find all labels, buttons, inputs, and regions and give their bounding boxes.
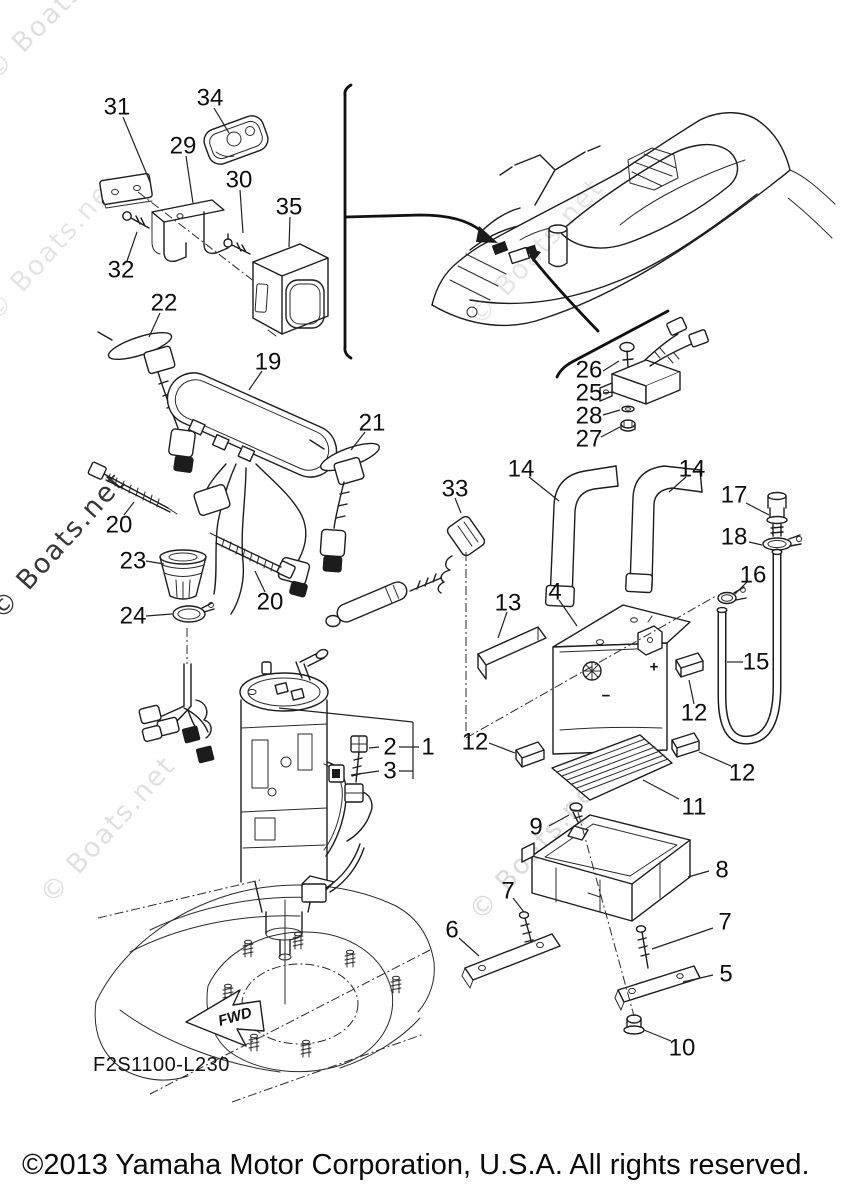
callout-8[interactable]: 8 bbox=[715, 857, 728, 884]
callout-leader-lines bbox=[122, 107, 770, 1042]
callout-7-right[interactable]: 7 bbox=[718, 909, 731, 936]
callout-27[interactable]: 27 bbox=[576, 426, 603, 453]
callout-7-left[interactable]: 7 bbox=[501, 878, 514, 905]
part-27-nut bbox=[620, 419, 636, 432]
callout-5[interactable]: 5 bbox=[719, 961, 732, 988]
callout-35[interactable]: 35 bbox=[276, 194, 303, 221]
callout-26[interactable]: 26 bbox=[576, 357, 603, 384]
part-13-bracket bbox=[477, 626, 547, 680]
part-20-band-a bbox=[87, 461, 178, 515]
part-34-transmitter bbox=[203, 115, 269, 165]
in-hull-connector bbox=[301, 843, 365, 903]
callout-20-b[interactable]: 20 bbox=[257, 589, 284, 616]
callout-2[interactable]: 2 bbox=[383, 734, 396, 761]
part-31-plate bbox=[99, 172, 153, 209]
part-21-sensor bbox=[309, 439, 380, 573]
part-15-hose bbox=[716, 548, 783, 745]
callout-25[interactable]: 25 bbox=[576, 380, 603, 407]
callout-29[interactable]: 29 bbox=[170, 133, 197, 160]
part-20-band-b bbox=[209, 532, 296, 579]
hull-section bbox=[94, 843, 435, 1103]
callout-16[interactable]: 16 bbox=[740, 562, 767, 589]
callout-17[interactable]: 17 bbox=[721, 482, 748, 509]
part-7-bolt-right bbox=[635, 925, 650, 969]
installed-components bbox=[491, 224, 568, 268]
jetski-illustration bbox=[431, 112, 836, 327]
part-10-nut bbox=[623, 1014, 645, 1035]
callout-14-right[interactable]: 14 bbox=[679, 456, 706, 483]
leader-curves bbox=[343, 83, 670, 379]
part-5-bracket bbox=[614, 965, 701, 1011]
callout-12-c[interactable]: 12 bbox=[729, 760, 756, 787]
callout-20-a[interactable]: 20 bbox=[106, 512, 133, 539]
callout-23[interactable]: 23 bbox=[120, 548, 147, 575]
fwd-arrow: FWD bbox=[185, 989, 265, 1047]
part-fuel-pump bbox=[239, 648, 348, 961]
diagram-code: F2S1100-L230 bbox=[93, 1054, 230, 1076]
callout-21[interactable]: 21 bbox=[359, 410, 386, 437]
callout-3[interactable]: 3 bbox=[383, 758, 396, 785]
callout-4[interactable]: 4 bbox=[548, 579, 561, 606]
part-30-screw bbox=[223, 238, 251, 255]
callout-30[interactable]: 30 bbox=[226, 167, 253, 194]
copyright-text: ©2013 Yamaha Motor Corporation, U.S.A. A… bbox=[22, 1149, 810, 1181]
callout-18[interactable]: 18 bbox=[721, 524, 748, 551]
alignment-lines bbox=[137, 191, 717, 1017]
part-2-3-hardware bbox=[328, 735, 373, 842]
callout-12-b[interactable]: 12 bbox=[462, 729, 489, 756]
battery-minus-mark: − bbox=[602, 688, 611, 705]
part-35-meter-housing bbox=[252, 243, 329, 337]
callout-9[interactable]: 9 bbox=[529, 814, 542, 841]
part-14-straps bbox=[544, 465, 703, 608]
callout-28[interactable]: 28 bbox=[576, 403, 603, 430]
part-32-screw bbox=[122, 211, 150, 229]
part-16-clamp bbox=[717, 586, 747, 605]
part-28-washer bbox=[621, 405, 635, 413]
callout-22[interactable]: 22 bbox=[151, 290, 178, 317]
part-4-battery: + − bbox=[552, 604, 691, 755]
battery-plus-mark: + bbox=[650, 659, 659, 676]
part-23-cap bbox=[159, 549, 207, 600]
part-17-fitting bbox=[766, 491, 788, 537]
callout-15[interactable]: 15 bbox=[743, 649, 770, 676]
callouts: 31 34 29 30 35 32 22 19 21 26 25 28 27 1… bbox=[104, 85, 770, 1062]
callout-1[interactable]: 1 bbox=[421, 734, 434, 761]
callout-31[interactable]: 31 bbox=[104, 94, 131, 121]
watermark-text: © Boats.net bbox=[0, 0, 132, 87]
callout-19[interactable]: 19 bbox=[255, 349, 282, 376]
callout-32[interactable]: 32 bbox=[108, 257, 135, 284]
battery-vent-cap bbox=[582, 661, 602, 681]
callout-13[interactable]: 13 bbox=[495, 590, 522, 617]
bracket-lines-1-2-3 bbox=[278, 707, 419, 779]
part-11-mat bbox=[551, 734, 673, 801]
battery-terminal bbox=[637, 615, 663, 656]
part-24-clamp bbox=[172, 602, 215, 623]
callout-24[interactable]: 24 bbox=[120, 603, 147, 630]
part-22-sensor bbox=[97, 331, 196, 473]
part-12-pads bbox=[515, 652, 704, 768]
harness-connector-cluster bbox=[138, 699, 215, 764]
watermark-text: © Boats.net bbox=[0, 466, 132, 626]
callout-6[interactable]: 6 bbox=[445, 917, 458, 944]
callout-10[interactable]: 10 bbox=[669, 1035, 696, 1062]
part-25-rectifier bbox=[599, 316, 709, 405]
part-29-bracket bbox=[151, 199, 229, 262]
part-18-clamp bbox=[762, 534, 803, 551]
part-33-plug-cap bbox=[325, 515, 486, 628]
callout-12-a[interactable]: 12 bbox=[681, 700, 708, 727]
callout-14-left[interactable]: 14 bbox=[508, 456, 535, 483]
part-6-bracket bbox=[461, 933, 561, 989]
callout-33[interactable]: 33 bbox=[442, 476, 469, 503]
callout-11[interactable]: 11 bbox=[682, 794, 707, 821]
watermark-text: © Boats.net bbox=[34, 750, 182, 910]
callout-34[interactable]: 34 bbox=[197, 85, 224, 112]
